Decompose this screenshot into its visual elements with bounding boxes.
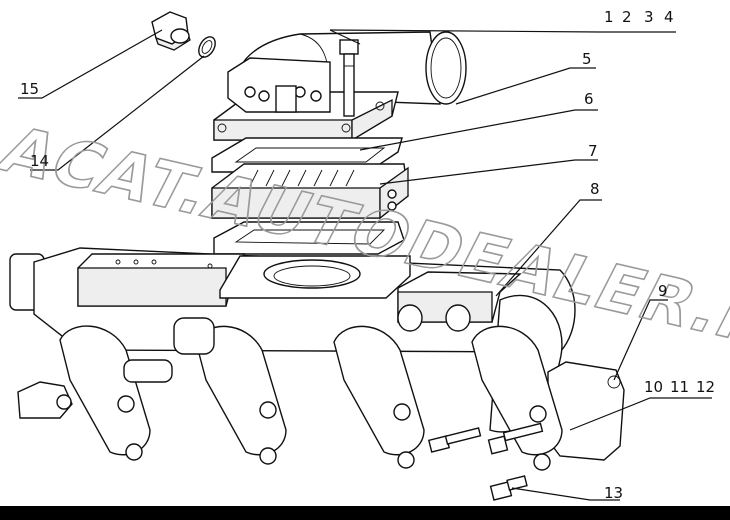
callout-10: 10 <box>644 378 663 396</box>
part-5-bolt <box>339 39 359 117</box>
part-1-outlet-elbow <box>213 31 467 142</box>
callout-4: 4 <box>664 8 674 26</box>
callout-3: 3 <box>644 8 654 26</box>
callout-9: 9 <box>658 282 668 300</box>
callout-13: 13 <box>604 484 623 502</box>
part-14-washer <box>198 36 216 58</box>
callout-8: 8 <box>590 180 600 198</box>
callout-6: 6 <box>584 90 594 108</box>
callout-12: 12 <box>696 378 715 396</box>
callout-1: 1 <box>604 8 614 26</box>
part-7-valve-body <box>211 163 409 220</box>
callout-5: 5 <box>582 50 592 68</box>
callout-7: 7 <box>588 142 598 160</box>
callout-labels: 1 2 3 4 5 6 7 8 9 10 11 12 13 14 15 <box>20 8 715 502</box>
bottom-black-bar <box>0 506 730 520</box>
part-15-plug <box>151 11 191 51</box>
part-13-bolt <box>489 475 528 501</box>
callout-11: 11 <box>670 378 689 396</box>
callout-15: 15 <box>20 80 39 98</box>
callout-14: 14 <box>30 152 49 170</box>
leader-lines <box>18 29 712 501</box>
callout-2: 2 <box>622 8 632 26</box>
part-10-12-bolts <box>427 422 544 455</box>
exhaust-manifold <box>9 247 625 471</box>
